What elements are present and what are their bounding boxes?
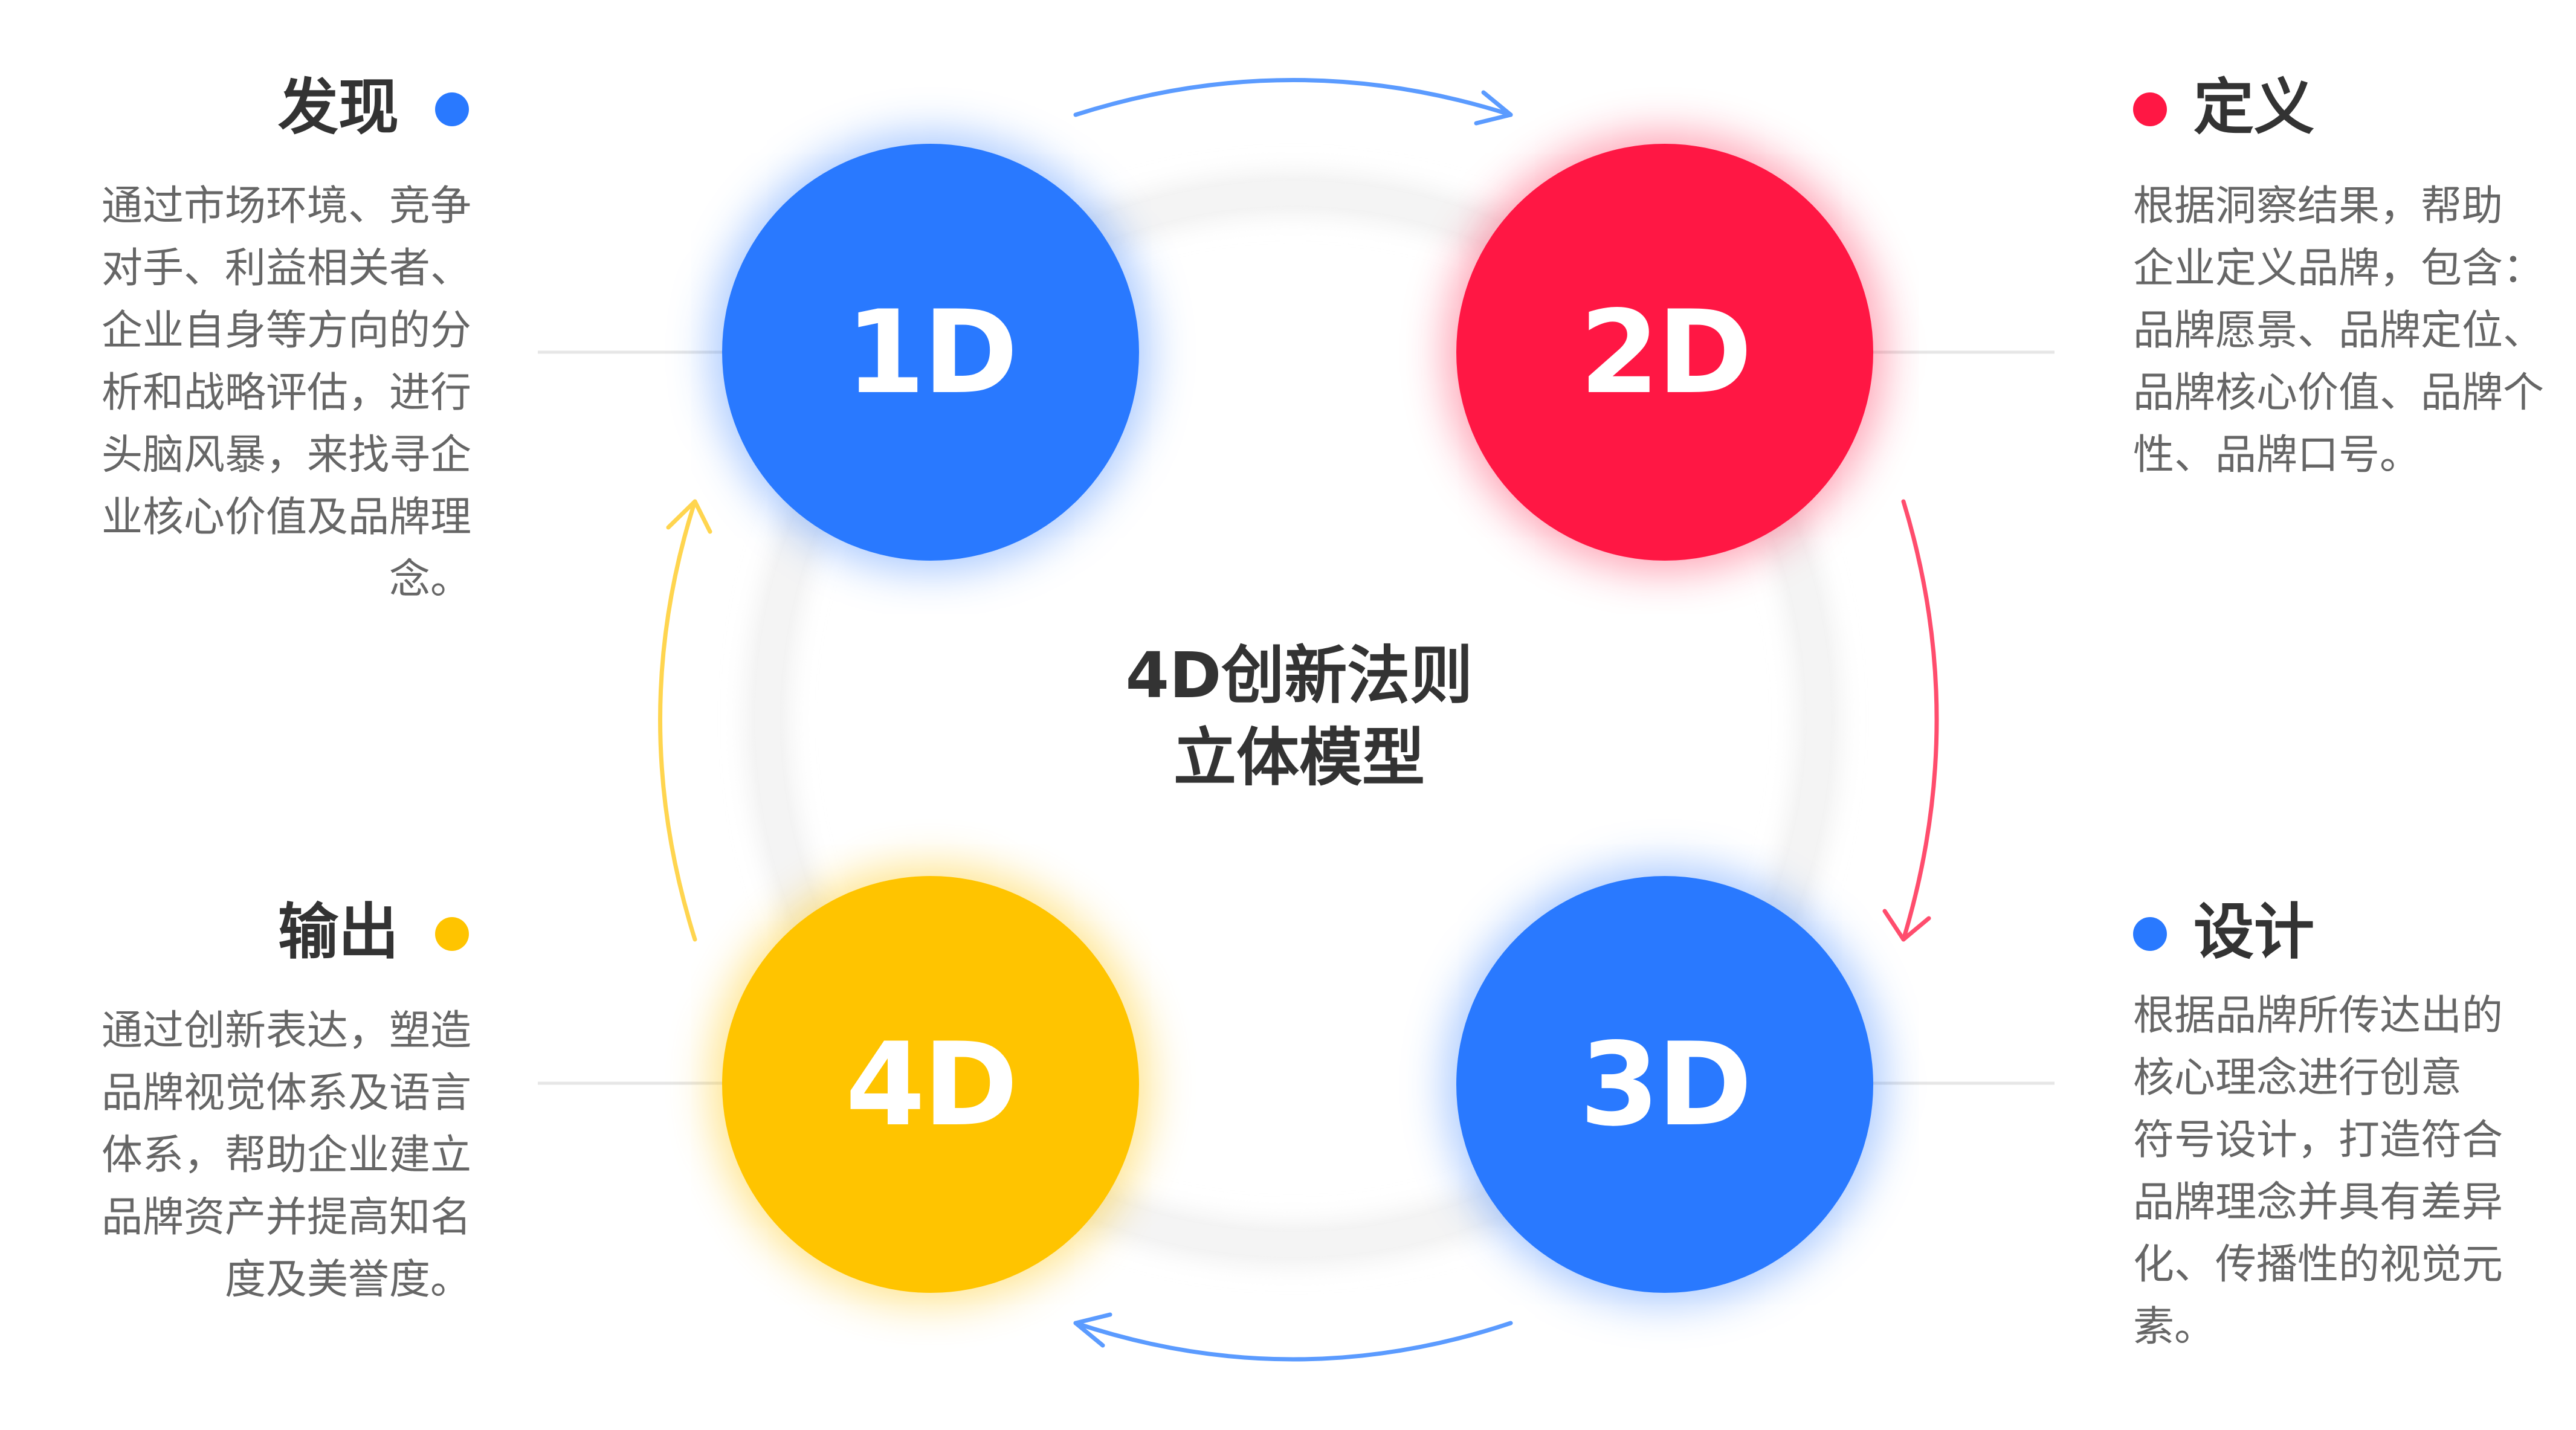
stage-label-4d: 4D [845, 1017, 1018, 1151]
center-title-line-2: 立体模型 [1173, 721, 1425, 794]
stage-label-2d: 2D [1580, 285, 1752, 419]
stage-label-1d: 1D [845, 285, 1018, 419]
discover-description: 通过市场环境、竞争 对手、利益相关者、 企业自身等方向的分 析和战略评估，进行 … [101, 182, 471, 604]
arrow-left [658, 499, 712, 942]
center-title-line-1: 4D创新法则 [1125, 639, 1473, 712]
design-dot [2133, 917, 2167, 951]
arrow-right [1882, 499, 1939, 942]
stage-circle-2d: 2D [1456, 144, 1873, 561]
ring [755, 181, 1831, 1257]
discover-dot [435, 92, 469, 126]
stage-circle-3d: 3D [1456, 876, 1873, 1293]
arrow-top [1073, 78, 1513, 126]
define-dot [2133, 92, 2167, 126]
stage-circle-1d: 1D [722, 144, 1139, 561]
define-title: 定义 [2193, 72, 2314, 143]
design-description: 根据品牌所传达出的 核心理念进行创意 符号设计，打造符合 品牌理念并具有差异 化… [2133, 992, 2503, 1351]
discover-title: 发现 [278, 72, 399, 143]
arrow-bottom [1073, 1312, 1513, 1362]
output-dot [435, 917, 469, 951]
center-title: 4D创新法则 立体模型 [1076, 634, 1523, 799]
output-title: 输出 [278, 897, 399, 967]
stage-circle-4d: 4D [722, 876, 1139, 1293]
output-description: 通过创新表达，塑造 品牌视觉体系及语言 体系，帮助企业建立 品牌资产并提高知名 … [101, 1007, 471, 1304]
stage-label-3d: 3D [1580, 1017, 1752, 1151]
design-title: 设计 [2193, 897, 2314, 967]
define-description: 根据洞察结果，帮助 企业定义品牌，包含： 品牌愿景、品牌定位、 品牌核心价值、品… [2133, 182, 2545, 479]
